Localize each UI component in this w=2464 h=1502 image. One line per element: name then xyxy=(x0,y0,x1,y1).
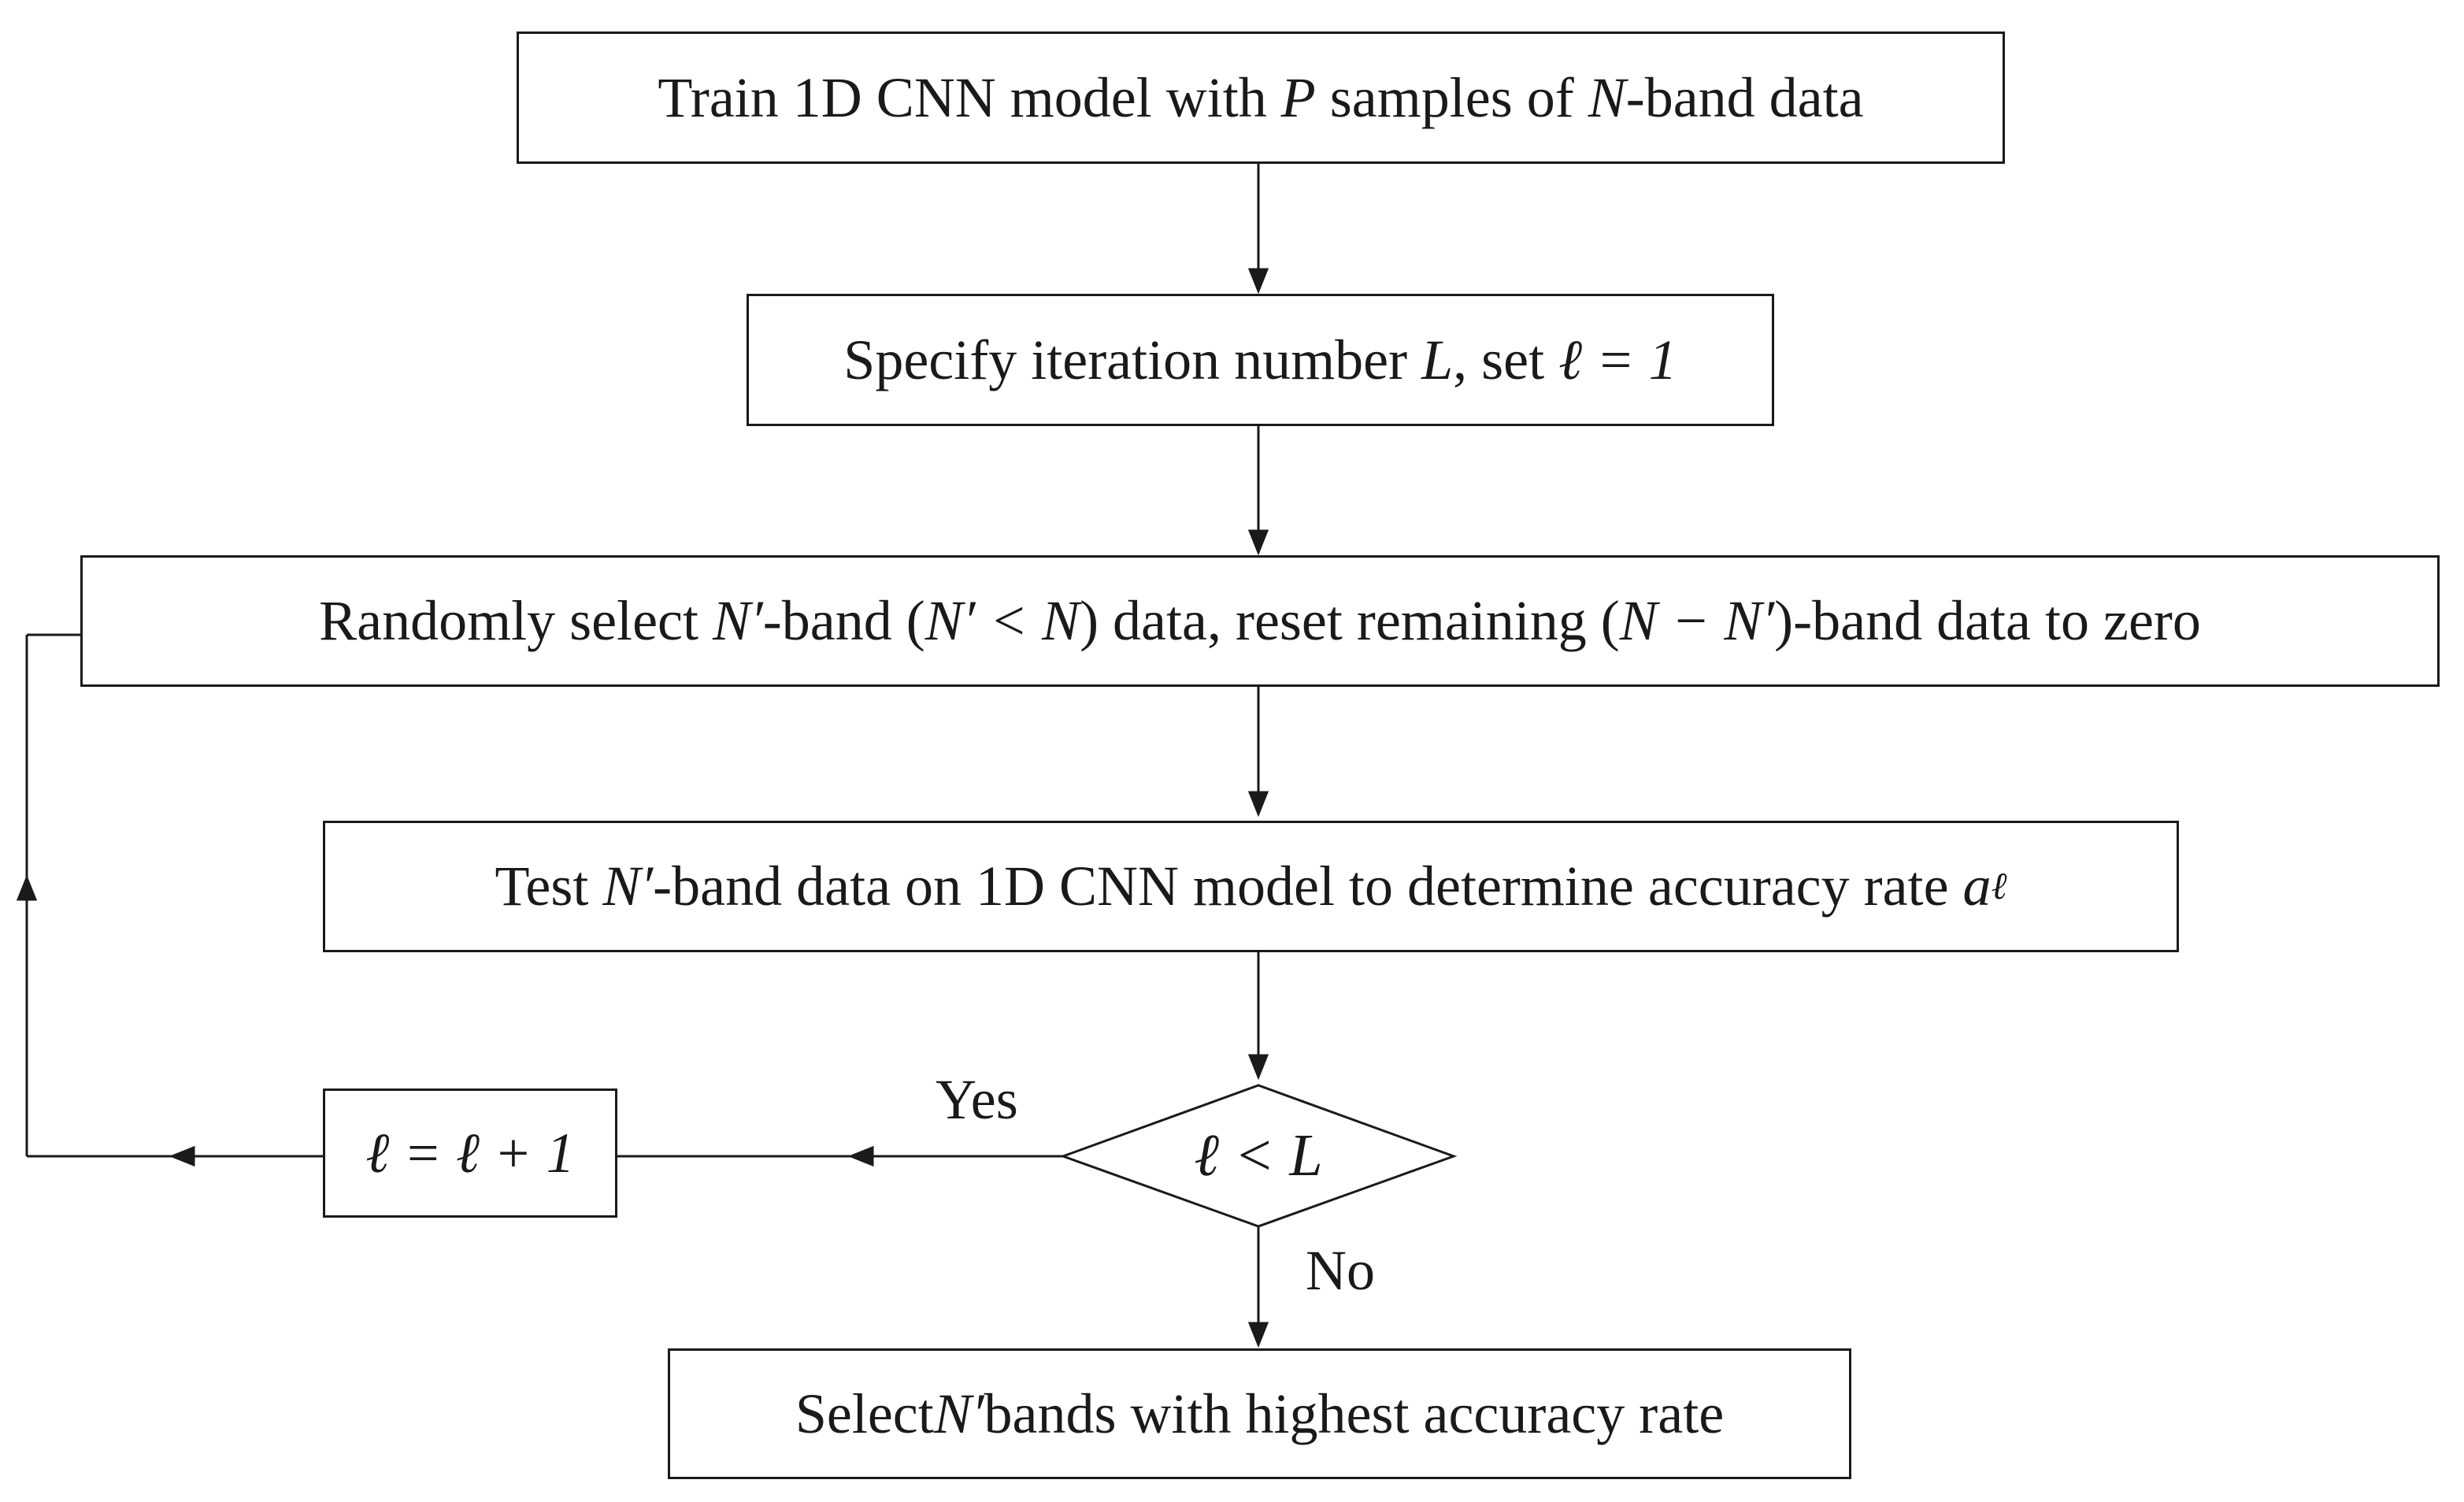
node-select-bands: Select N′ bands with highest accuracy ra… xyxy=(668,1348,1851,1479)
node-specify-var-l: L xyxy=(1421,328,1454,391)
node-random-mid1: -band ( xyxy=(762,589,925,652)
node-increment: ℓ = ℓ + 1 xyxy=(323,1088,617,1218)
node-random-var-nprime: N′ xyxy=(712,589,763,652)
node-random-post: )-band data to zero xyxy=(1774,589,2201,652)
node-train-var-n: N xyxy=(1588,65,1626,129)
node-specify-iteration: Specify iteration number L, set ℓ = 1 xyxy=(747,294,1774,426)
node-train-pre: Train 1D CNN model with xyxy=(658,65,1267,129)
edge-label-no: No xyxy=(1306,1239,1375,1302)
node-test-var-a: a xyxy=(1962,855,1992,918)
node-specify-pre: Specify iteration number xyxy=(843,328,1408,391)
edge-label-yes: Yes xyxy=(936,1068,1018,1131)
decision-diamond xyxy=(1059,1084,1458,1228)
decision-condition: ℓ < L xyxy=(1194,1122,1323,1189)
node-train-var-p: P xyxy=(1280,65,1316,129)
node-train-post: -band data xyxy=(1625,65,1864,129)
node-select-var-nprime: N′ xyxy=(933,1381,984,1445)
node-test-accuracy: Test N′-band data on 1D CNN model to det… xyxy=(323,821,2179,952)
node-random-select: Randomly select N′-band (N′ < N) data, r… xyxy=(80,555,2440,687)
node-specify-expr: ℓ = 1 xyxy=(1558,328,1677,391)
node-select-post: bands with highest accuracy rate xyxy=(984,1381,1725,1445)
node-test-sub: ℓ xyxy=(1991,866,2007,907)
node-train-mid: samples of xyxy=(1329,65,1574,129)
node-test-var-nprime: N′ xyxy=(602,855,654,918)
node-increment-expr: ℓ = ℓ + 1 xyxy=(365,1121,575,1185)
node-test-mid: -band data on 1D CNN model to determine … xyxy=(653,855,1949,918)
node-train-model: Train 1D CNN model with P samples of N-b… xyxy=(517,32,2005,164)
node-random-mid2: ) data, reset remaining ( xyxy=(1080,589,1620,652)
node-select-pre: Select xyxy=(795,1381,934,1445)
node-specify-mid: , set xyxy=(1453,328,1545,391)
node-random-pre: Randomly select xyxy=(319,589,698,652)
node-random-expr2: N − N′ xyxy=(1619,589,1775,652)
node-random-expr1: N′ < N xyxy=(924,589,1080,652)
node-test-pre: Test xyxy=(495,855,589,918)
